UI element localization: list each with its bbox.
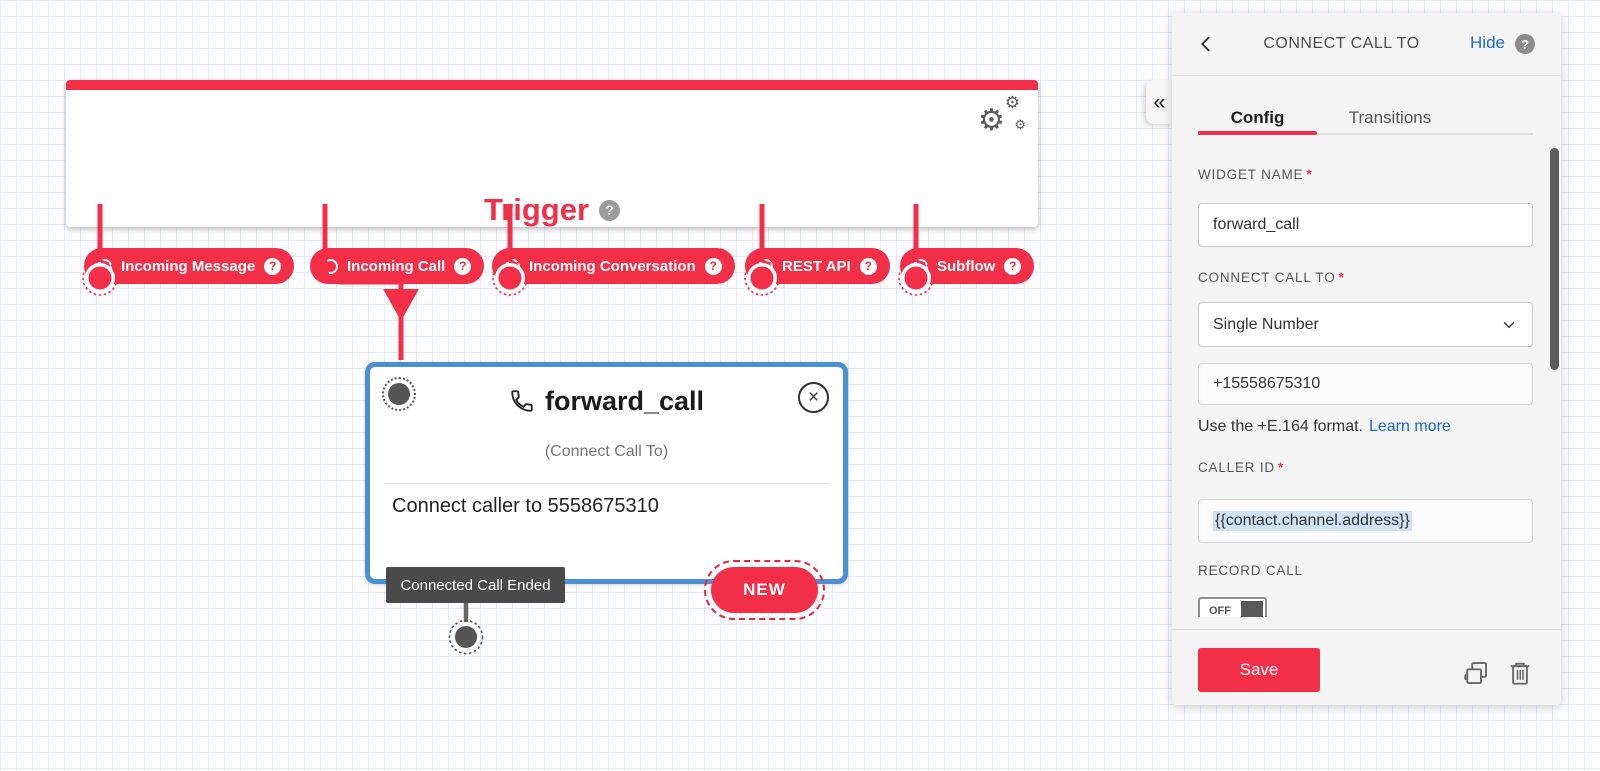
delete-widget-icon[interactable] (1505, 657, 1535, 689)
caller-id-input[interactable]: {{contact.channel.address}} (1198, 499, 1533, 543)
connector-ring-icon (758, 258, 773, 274)
pill-label: REST API (782, 257, 851, 275)
output-port-dot[interactable] (455, 626, 477, 648)
tab-track (1198, 133, 1533, 135)
selected-text: {{contact.channel.address}} (1213, 511, 1412, 531)
widget-name: forward_call (544, 385, 705, 416)
widget-name-label: WIDGET NAME* (1198, 167, 1313, 182)
close-icon[interactable]: × (798, 382, 829, 413)
active-tab-underline (1198, 131, 1317, 135)
panel-help-icon[interactable]: ? (1515, 34, 1535, 54)
trigger-pill-incoming-message[interactable]: Incoming Message ? (84, 248, 295, 284)
trigger-pill-subflow[interactable]: Subflow ? (900, 248, 1035, 284)
panel-header: CONNECT CALL TO Hide ? (1172, 13, 1561, 76)
pill-label: Incoming Message (121, 257, 256, 275)
back-button[interactable] (1192, 30, 1220, 58)
connector-ring-icon (913, 258, 928, 274)
e164-help-text: Use the +E.164 format.Learn more (1198, 418, 1451, 435)
connector-ring-icon (97, 258, 112, 274)
caller-id-label: CALLER ID* (1198, 460, 1285, 475)
new-transition-badge-outline[interactable]: NEW (704, 560, 825, 620)
panel-title: CONNECT CALL TO (1263, 35, 1420, 52)
save-button[interactable]: Save (1198, 648, 1320, 692)
connect-call-to-label: CONNECT CALL TO* (1198, 270, 1345, 285)
record-call-toggle[interactable]: OFF (1198, 597, 1267, 617)
widget-name-input[interactable] (1198, 203, 1533, 247)
gear-icon: ⚙ (1004, 93, 1020, 112)
learn-more-link[interactable]: Learn more (1368, 418, 1451, 435)
forward-call-widget[interactable]: forward_call × (Connect Call To) Connect… (365, 362, 848, 584)
gear-icon: ⚙ (1014, 117, 1026, 132)
input-port-dot[interactable] (382, 377, 416, 411)
widget-description: Connect caller to 5558675310 (392, 495, 659, 517)
connector-ring-icon (323, 258, 338, 274)
widget-type-label: (Connect Call To) (544, 443, 669, 460)
pill-label: Incoming Conversation (529, 257, 696, 275)
trigger-widget[interactable]: ⚙ ⚙ ⚙ Trigger ? Incoming Message ? Incom… (66, 80, 1038, 284)
trigger-pill-incoming-call[interactable]: Incoming Call ? (310, 248, 485, 284)
help-icon[interactable]: ? (704, 257, 722, 275)
panel-scrollbar[interactable] (1550, 148, 1559, 370)
record-call-toggle-clip: OFF (1198, 597, 1278, 617)
trigger-pill-rest-api[interactable]: REST API ? (745, 248, 890, 284)
duplicate-widget-icon[interactable] (1461, 657, 1491, 689)
divider (384, 483, 829, 484)
panel-collapse-button[interactable]: « (1146, 80, 1173, 124)
chevron-left-icon (1201, 36, 1210, 52)
chevron-down-icon (1503, 321, 1515, 328)
connector-ring-icon (505, 258, 520, 274)
gear-icon: ⚙ (978, 104, 1005, 137)
new-transition-badge[interactable]: NEW (711, 567, 818, 613)
footer-divider (1172, 629, 1561, 630)
transition-label: Connected Call Ended (386, 567, 565, 603)
trigger-pill-incoming-conversation[interactable]: Incoming Conversation ? (492, 248, 735, 284)
tab-config[interactable]: Config (1230, 108, 1285, 127)
help-icon[interactable]: ? (859, 257, 877, 275)
trigger-help-icon[interactable]: ? (599, 199, 621, 221)
record-call-label: RECORD CALL (1198, 563, 1303, 578)
pill-label: Subflow (937, 257, 996, 275)
phone-number-input[interactable] (1198, 363, 1533, 405)
hide-link[interactable]: Hide (1470, 33, 1505, 52)
toggle-state-label: OFF (1209, 605, 1231, 617)
output-port-ring[interactable] (448, 619, 484, 655)
select-value: Single Number (1213, 315, 1319, 333)
trigger-title: Trigger (483, 192, 590, 227)
connection-arrowhead (383, 289, 419, 321)
phone-icon (511, 390, 533, 412)
help-icon[interactable]: ? (454, 257, 472, 275)
trigger-accent-bar (66, 80, 1038, 90)
tab-transitions[interactable]: Transitions (1348, 108, 1432, 127)
config-panel: CONNECT CALL TO Hide ? Config Transition… (1172, 13, 1561, 705)
pill-label: Incoming Call (347, 257, 446, 275)
connect-call-to-select[interactable]: Single Number (1198, 302, 1533, 347)
collapse-chevrons-icon: « (1153, 89, 1166, 114)
trigger-settings-gears-icon[interactable]: ⚙ ⚙ ⚙ (978, 94, 1026, 136)
help-icon[interactable]: ? (1004, 257, 1022, 275)
toggle-knob (1241, 601, 1263, 617)
help-icon[interactable]: ? (264, 257, 282, 275)
